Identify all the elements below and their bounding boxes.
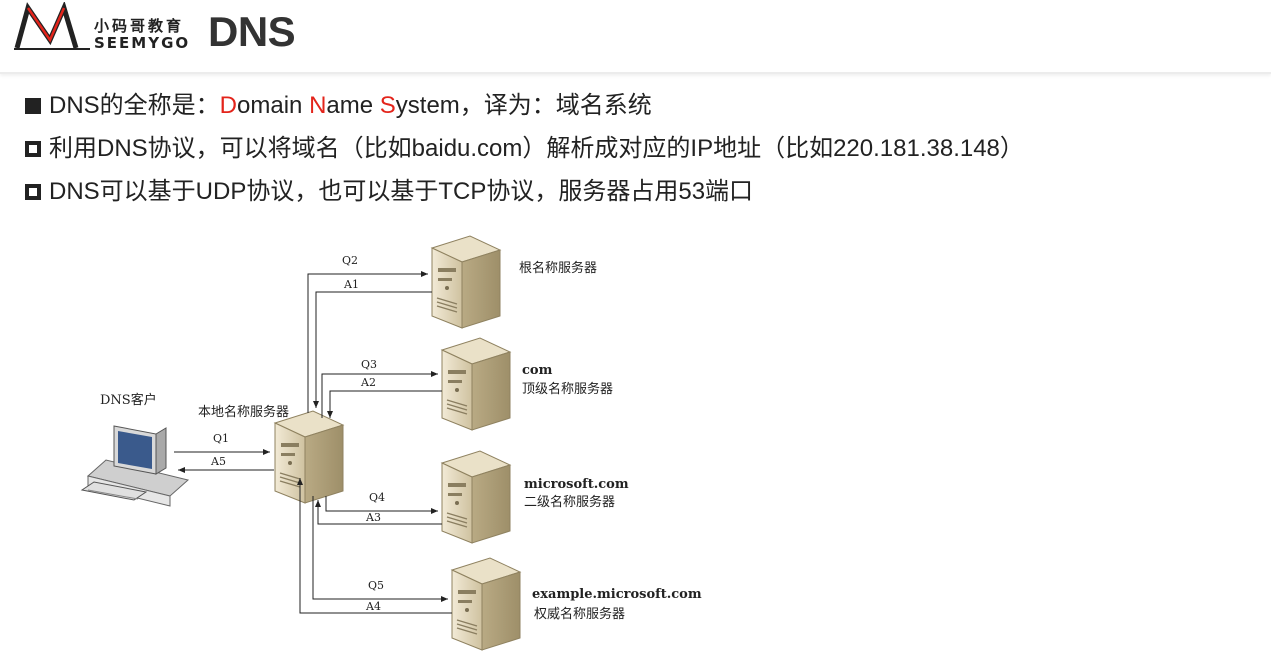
word-omain: omain: [237, 92, 310, 119]
square-bullet-icon: [25, 98, 41, 114]
letter-n: N: [309, 92, 327, 119]
tld-domain: com: [522, 363, 553, 378]
letter-s: S: [379, 92, 396, 119]
bullet-text: 利用DNS协议，可以将域名（比如baidu.com）解析成对应的IP地址（比如2…: [49, 135, 1024, 162]
dns-resolution-diagram: DNS客户 本地名称服务器 根名称服务器 com 顶级名称服务器 microso…: [80, 235, 702, 651]
brand-name-cn: 小码哥教育: [94, 17, 185, 35]
bullet-text-suffix: ystem，译为：域名系统: [395, 92, 652, 119]
q5-label: Q5: [368, 579, 384, 592]
logo-m-icon: [14, 2, 90, 50]
authoritative-server-icon: [451, 557, 521, 651]
brand-logo[interactable]: 小码哥教育 SEEMYGO: [14, 2, 188, 54]
page-title: DNS: [208, 8, 296, 55]
a3-label: A3: [365, 511, 381, 524]
bullet-item-protocol: DNS可以基于UDP协议，也可以基于TCP协议，服务器占用53端口: [25, 172, 1024, 215]
q2-label: Q2: [342, 254, 358, 267]
a1-arrow: [313, 291, 432, 408]
hollow-square-bullet-icon: [25, 141, 41, 157]
client-label: DNS客户: [100, 392, 157, 408]
root-server-label: 根名称服务器: [519, 260, 597, 276]
hollow-square-bullet-icon: [25, 184, 41, 200]
authoritative-domain: example.microsoft.com: [532, 587, 702, 602]
q2-arrow: [307, 271, 428, 413]
root-server-icon: [431, 235, 501, 329]
q4-arrow: [325, 496, 438, 514]
bullet-list: DNS的全称是：Domain Name System，译为：域名系统 利用DNS…: [25, 86, 1024, 215]
a4-label: A4: [365, 600, 381, 613]
tld-server-icon: [441, 337, 511, 431]
q4-label: Q4: [369, 491, 385, 504]
a4-arrow: [297, 478, 452, 614]
bullet-item-fullname: DNS的全称是：Domain Name System，译为：域名系统: [25, 86, 1024, 129]
q3-arrow: [321, 371, 438, 418]
a1-label: A1: [343, 278, 359, 291]
q1-label: Q1: [213, 432, 229, 445]
authoritative-server-label: 权威名称服务器: [534, 606, 625, 622]
letter-d: D: [219, 92, 238, 119]
local-server-label: 本地名称服务器: [198, 404, 289, 420]
word-ame: ame: [326, 92, 380, 119]
tld-server-label: 顶级名称服务器: [522, 381, 613, 397]
local-server-icon: [274, 410, 344, 504]
q3-label: Q3: [361, 358, 377, 371]
client-computer-icon: [80, 425, 190, 507]
q5-arrow: [312, 496, 448, 602]
a2-label: A2: [360, 376, 376, 389]
second-level-server-label: 二级名称服务器: [524, 494, 615, 510]
bullet-text: DNS可以基于UDP协议，也可以基于TCP协议，服务器占用53端口: [49, 178, 754, 205]
bullet-item-resolve: 利用DNS协议，可以将域名（比如baidu.com）解析成对应的IP地址（比如2…: [25, 129, 1024, 172]
a5-label: A5: [210, 455, 226, 468]
brand-name-en: SEEMYGO: [94, 34, 191, 52]
a2-arrow: [327, 390, 442, 418]
second-level-server-icon: [441, 450, 511, 544]
a3-arrow: [315, 500, 442, 525]
header-bar: 小码哥教育 SEEMYGO DNS: [0, 0, 1271, 74]
second-level-domain: microsoft.com: [524, 477, 629, 492]
bullet-text-prefix: DNS的全称是：: [49, 92, 220, 119]
